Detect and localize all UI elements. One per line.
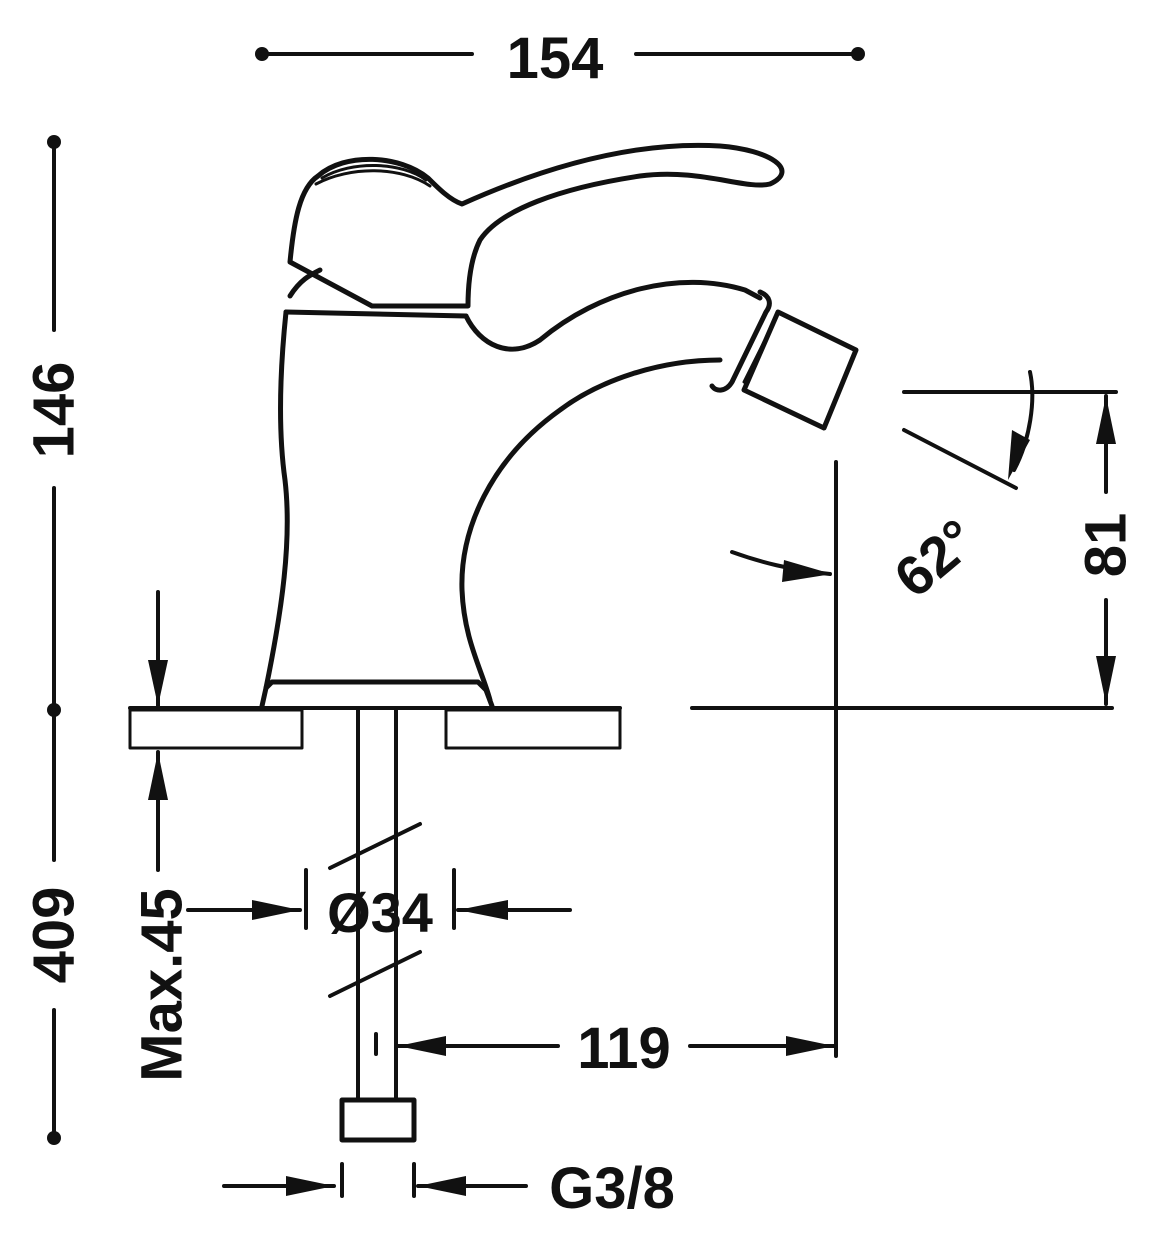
- thread-label: G3/8: [549, 1156, 675, 1221]
- height-overall-label: 146: [22, 362, 87, 459]
- max-deck-label: Max.45: [130, 888, 195, 1081]
- height-total-label: 409: [22, 887, 87, 984]
- diameter-label: Ø34: [327, 881, 433, 944]
- dimension-width-overall: 154: [255, 26, 865, 91]
- dimension-max-deck: Max.45: [130, 590, 195, 1082]
- dimension-left-chain: 146 409: [22, 135, 87, 1145]
- dimension-spout-height: 81: [902, 390, 1139, 706]
- dimension-thread: G3/8: [222, 1156, 675, 1221]
- supply-shank: [328, 708, 422, 1143]
- dimension-reach: 119: [374, 460, 838, 1081]
- faucet-body: [259, 142, 859, 709]
- dimension-diameter: Ø34: [186, 868, 572, 944]
- angle-label: 62°: [882, 507, 987, 610]
- width-overall-label: 154: [507, 26, 604, 91]
- reach-label: 119: [577, 1016, 671, 1081]
- mounting-deck: [128, 706, 1114, 750]
- spout-height-label: 81: [1074, 513, 1139, 578]
